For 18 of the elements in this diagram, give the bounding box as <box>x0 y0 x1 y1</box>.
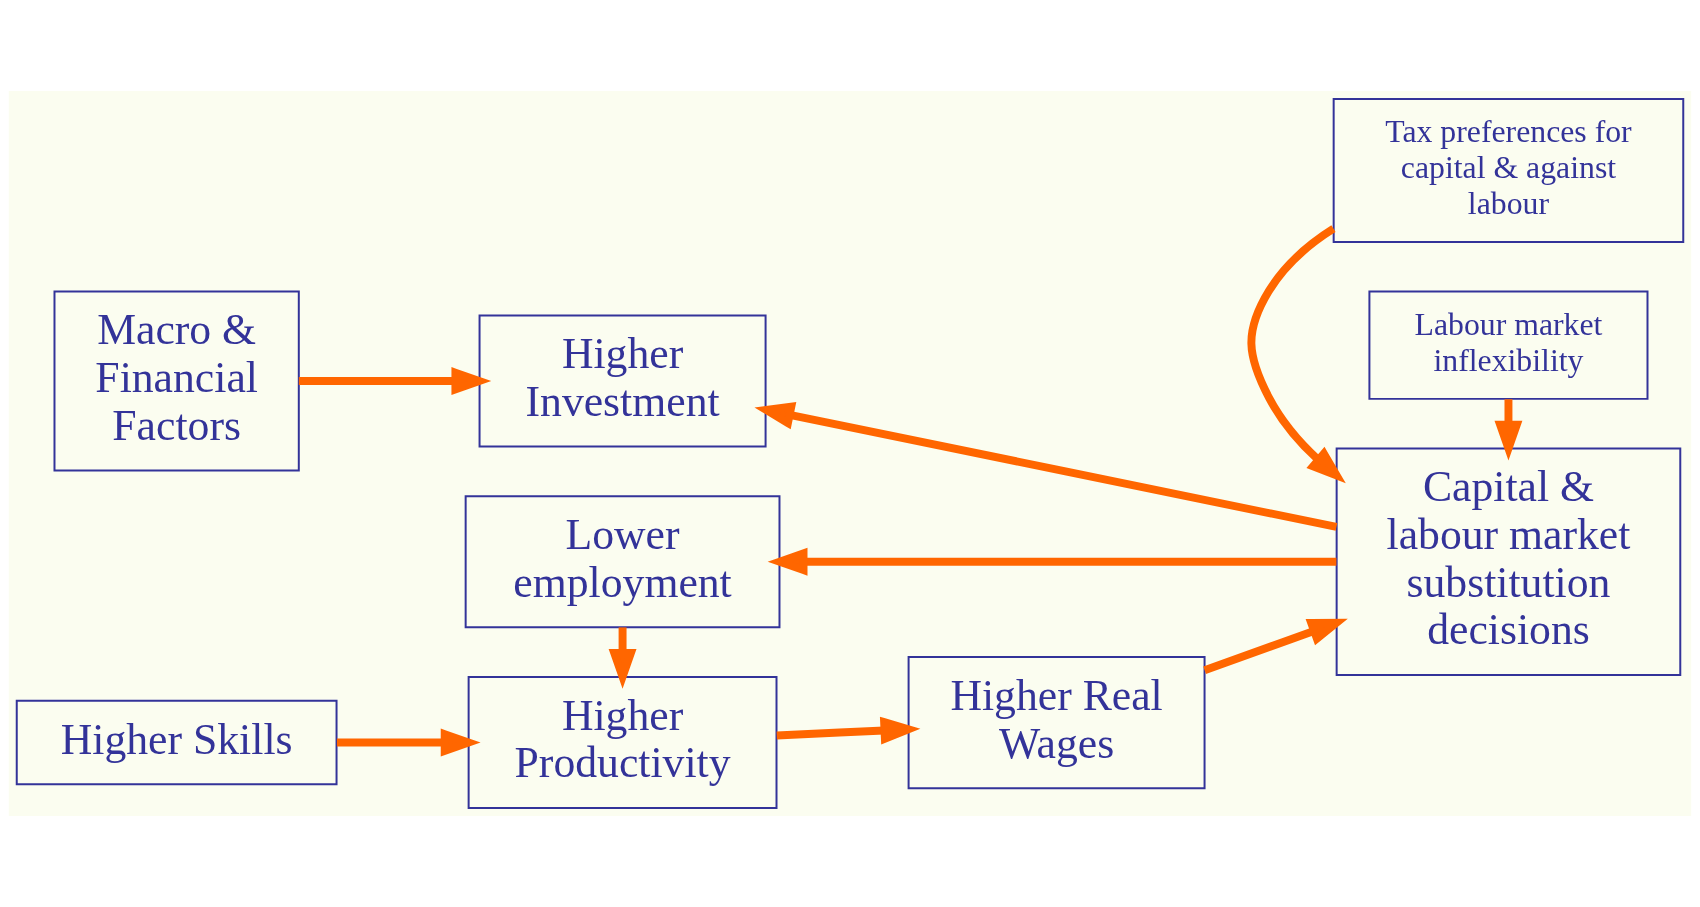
arrow <box>336 728 481 757</box>
arrow <box>1203 618 1348 674</box>
node-box: Higher Productivity <box>467 675 778 810</box>
node-box: Higher Real Wages <box>907 656 1206 790</box>
node-box: Capital & labour market substitution decisions <box>1335 447 1682 676</box>
arrow <box>754 401 1338 531</box>
arrow <box>767 547 1337 576</box>
node-box: Lower employment <box>464 495 781 629</box>
arrow <box>776 716 921 745</box>
node-box: Macro & Financial Factors <box>53 290 300 472</box>
node-box: Higher Skills <box>15 699 338 786</box>
node-box: Higher Investment <box>478 314 767 448</box>
node-box: Tax preferences for capital & against labour <box>1332 97 1685 243</box>
arrow <box>1494 399 1523 461</box>
arrow <box>608 627 637 689</box>
node-box: Labour market inflexibility <box>1368 290 1649 400</box>
arrow <box>1247 225 1346 484</box>
arrow <box>298 367 492 395</box>
